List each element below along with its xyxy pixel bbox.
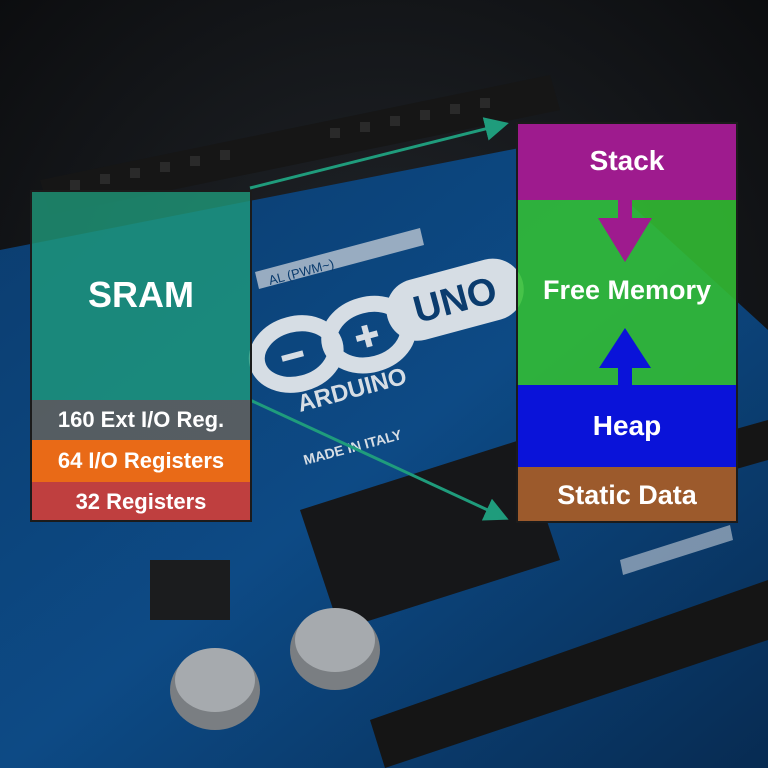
static-data-segment: Static Data: [516, 467, 738, 523]
io-registers-row: 64 I/O Registers: [30, 440, 252, 482]
free-memory-label: Free Memory: [542, 274, 712, 305]
ext-io-registers-row: 160 Ext I/O Reg.: [30, 400, 252, 440]
sram-title: SRAM: [30, 190, 252, 400]
heap-segment: Heap: [516, 385, 738, 467]
stack-segment: Stack: [516, 122, 738, 200]
registers-row: 32 Registers: [30, 482, 252, 522]
arrow-to-memory-top: [249, 117, 509, 190]
arrow-to-memory-bottom: [249, 398, 509, 521]
